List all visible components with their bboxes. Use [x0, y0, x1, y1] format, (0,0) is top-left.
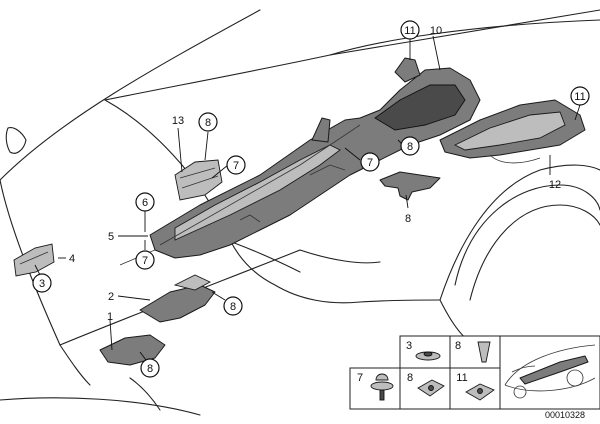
callout-label: 5: [108, 231, 114, 243]
legend-cell-8-bottom: 8: [407, 372, 445, 397]
callout-label: 7: [233, 160, 239, 172]
callout-label: 11: [574, 91, 585, 103]
callout-1: 1: [107, 311, 113, 323]
shield-part-13: [174, 159, 223, 201]
callout-10: 10: [430, 25, 442, 37]
legend-label: 3: [406, 340, 412, 352]
legend-label: 7: [357, 372, 363, 384]
bracket-part-8: [379, 171, 441, 201]
callout-label: 6: [142, 197, 148, 209]
callout-label: 3: [39, 278, 45, 290]
diagram-reference-number: 00010328: [545, 410, 585, 420]
callout-label: 2: [108, 291, 114, 303]
callout-label: 10: [430, 25, 442, 37]
push-pin-icon: [370, 381, 394, 391]
legend-car-thumbnail: [504, 344, 596, 399]
callout-label: 12: [549, 179, 561, 191]
callout-13: 13: [172, 115, 184, 127]
front-shield-part-1: [99, 334, 166, 366]
callout-12: 12: [549, 179, 561, 191]
callout-7-lower: 7: [135, 250, 155, 270]
legend-cell-7: 7: [357, 372, 394, 401]
front-shield-part-2: [139, 274, 216, 323]
callout-3: 3: [32, 273, 52, 293]
legend-label: 8: [455, 340, 461, 352]
leader-lines: [34, 35, 581, 361]
callout-5: 5: [108, 231, 114, 243]
tunnel-insulation: [149, 57, 481, 259]
rear-heat-shield: [439, 99, 586, 164]
callout-7-upper: 7: [226, 155, 246, 175]
callout-8-bracket: 8: [405, 213, 411, 225]
callout-label: 8: [147, 363, 153, 375]
fastener-legend: 3 8 7 8 11: [349, 335, 600, 410]
callout-label: 11: [404, 25, 415, 37]
callout-4: 4: [69, 253, 75, 265]
callout-label: 7: [367, 157, 373, 169]
legend-label: 8: [407, 372, 413, 384]
callout-6: 6: [135, 192, 155, 212]
callout-label: 8: [407, 141, 413, 153]
plug-icon: [477, 341, 491, 363]
panel-part-4: [13, 243, 55, 277]
callout-label: 7: [142, 255, 148, 267]
callout-2: 2: [108, 291, 114, 303]
callout-11-right: 11: [570, 86, 590, 106]
car-body-outline: [0, 9, 600, 416]
callout-8-front: 8: [223, 296, 243, 316]
callout-11-top: 11: [400, 20, 420, 40]
callout-8-upper: 8: [198, 112, 218, 132]
callout-label: 4: [69, 253, 75, 265]
legend-cell-8-top: 8: [455, 340, 491, 363]
callout-label: 8: [405, 213, 411, 225]
callout-label: 8: [230, 301, 236, 313]
callout-label: 1: [107, 311, 113, 323]
legend-label: 11: [456, 372, 467, 384]
callout-label: 8: [205, 117, 211, 129]
callout-label: 13: [172, 115, 184, 127]
callout-8-middle: 8: [400, 136, 420, 156]
callout-7-middle: 7: [360, 152, 380, 172]
legend-cell-11: 11: [456, 372, 495, 401]
legend-cell-3: 3: [406, 340, 441, 361]
callout-8-bottom: 8: [140, 358, 160, 378]
